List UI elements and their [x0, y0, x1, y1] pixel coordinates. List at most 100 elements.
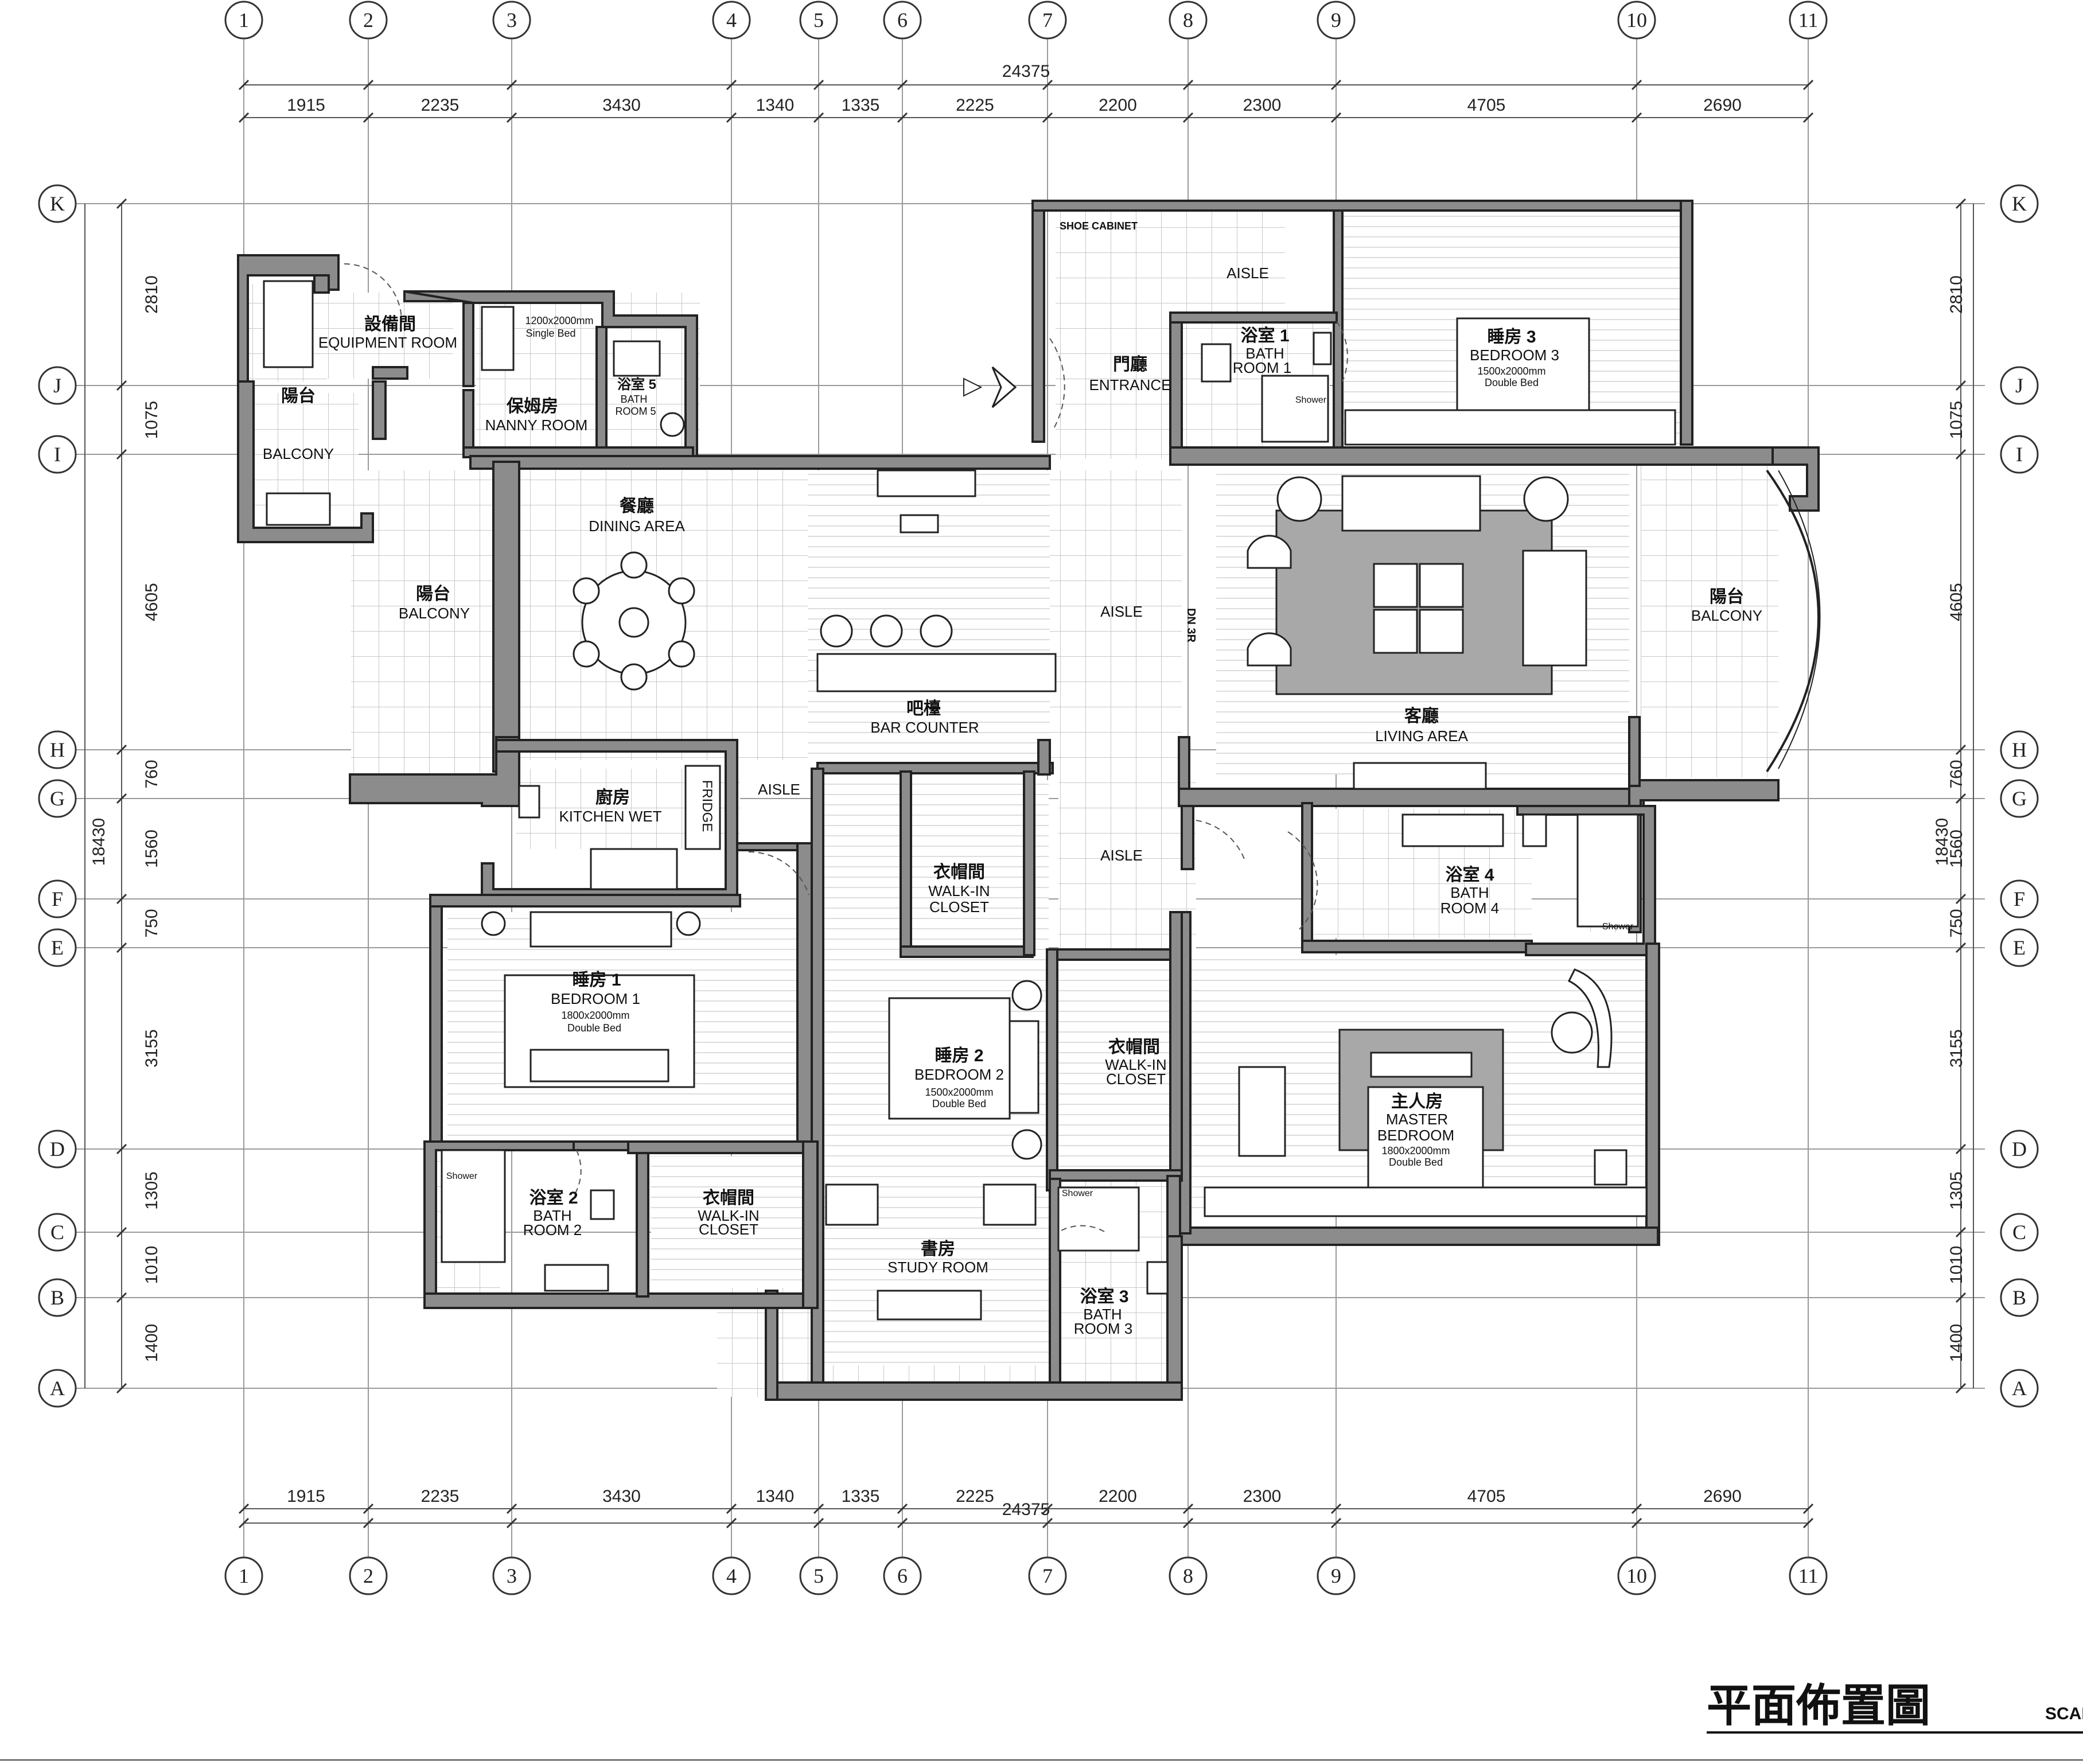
bath-4-shower-label: Shower	[1602, 922, 1634, 932]
balcony-small-label-cn: 陽台	[281, 386, 316, 406]
column-spacing-dimension: 2300	[1243, 1487, 1282, 1506]
row-axis-label: E	[2013, 936, 2026, 959]
overall-width-dimension: 24375	[1002, 62, 1050, 81]
master-bed-type: Double Bed	[1389, 1156, 1443, 1168]
drawing-scale: SCAL	[2045, 1704, 2083, 1723]
column-spacing-dimension: 2235	[421, 96, 460, 115]
column-axis-bubble	[1028, 1, 1067, 40]
column-axis-bubble	[349, 1556, 388, 1595]
column-axis-bubble	[224, 1556, 263, 1595]
column-axis-label: 1	[239, 1564, 249, 1587]
row-spacing-dimension: 4605	[1947, 583, 1966, 621]
column-axis-bubble	[712, 1, 751, 40]
balcony-east-label-cn: 陽台	[1710, 587, 1744, 606]
walkin-closet-3-label-en1: WALK-IN	[1105, 1056, 1166, 1073]
column-axis-label: 11	[1798, 1564, 1819, 1587]
master-bedroom-label-en2: BEDROOM	[1377, 1127, 1454, 1144]
row-axis-label: D	[2012, 1138, 2027, 1161]
bar-stool	[820, 614, 853, 648]
bedroom-1-bed-type: Double Bed	[567, 1022, 621, 1034]
bath-5-label-en1: BATH	[621, 394, 648, 405]
row-spacing-dimension: 2810	[1947, 275, 1966, 314]
row-axis-label: J	[53, 374, 61, 397]
bath-2-label-cn: 浴室 2	[529, 1188, 578, 1208]
column-spacing-dimension: 2690	[1703, 96, 1742, 115]
column-axis-bubble	[224, 1, 263, 40]
row-axis-bubble	[38, 184, 77, 223]
row-axis-label: I	[2016, 443, 2023, 466]
bath-1-label-cn: 浴室 1	[1240, 326, 1289, 345]
row-spacing-dimension: 750	[142, 909, 161, 937]
fridge-label: FRIDGE	[699, 780, 715, 832]
column-axis-bubble	[883, 1, 922, 40]
row-axis-label: A	[2012, 1377, 2027, 1400]
column-axis-label: 5	[813, 1564, 824, 1587]
bedroom-3-bed-size: 1500x2000mm	[1477, 365, 1545, 377]
bedroom-1-label-en: BEDROOM 1	[551, 990, 640, 1007]
bedroom-1-label-cn: 睡房 1	[572, 971, 621, 990]
row-axis-label: E	[51, 936, 64, 959]
kitchen-label-cn: 廚房	[595, 788, 630, 807]
column-axis-label: 4	[726, 9, 737, 32]
column-axis-bubble	[799, 1556, 838, 1595]
column-axis-bubble	[712, 1556, 751, 1595]
row-axis-label: I	[54, 443, 61, 466]
bath-2-label-en2: ROOM 2	[523, 1221, 582, 1239]
walkin-closet-1-label-en2: CLOSET	[699, 1221, 758, 1238]
column-axis-bubble	[1617, 1556, 1656, 1595]
bath-5-label-en2: ROOM 5	[615, 406, 656, 417]
column-axis-bubble	[1169, 1, 1208, 40]
row-axis-label: C	[2012, 1221, 2026, 1244]
row-axis-bubble	[38, 1130, 77, 1169]
row-axis-bubble	[38, 730, 77, 769]
row-axis-bubble	[2000, 184, 2039, 223]
row-axis-bubble	[38, 366, 77, 405]
row-spacing-dimension: 760	[142, 760, 161, 788]
bath-1-label-en1: BATH	[1245, 345, 1284, 362]
row-axis-label: B	[50, 1286, 64, 1309]
row-spacing-dimension: 750	[1947, 909, 1966, 937]
column-spacing-dimension: 3430	[602, 1487, 641, 1506]
row-axis-bubble	[2000, 435, 2039, 474]
row-spacing-dimension: 1305	[1947, 1171, 1966, 1210]
balcony-small-label-en: BALCONY	[263, 445, 334, 462]
bar-stool	[920, 614, 953, 648]
drawing-title: 平面佈置圖	[1707, 1680, 1930, 1732]
living-area-label-cn: 客廳	[1404, 706, 1439, 726]
row-axis-label: C	[50, 1221, 64, 1244]
row-axis-bubble	[2000, 928, 2039, 967]
dining-area-label-en: DINING AREA	[589, 517, 685, 535]
row-axis-bubble	[38, 928, 77, 967]
column-axis-label: 8	[1183, 9, 1193, 32]
row-axis-label: K	[50, 192, 65, 215]
column-spacing-dimension: 1915	[287, 96, 325, 115]
row-axis-bubble	[2000, 1213, 2039, 1252]
column-axis-label: 9	[1331, 1564, 1341, 1587]
column-axis-label: 7	[1042, 9, 1053, 32]
column-axis-label: 11	[1798, 9, 1819, 32]
row-axis-label: D	[50, 1138, 65, 1161]
column-spacing-dimension: 2200	[1099, 1487, 1137, 1506]
row-spacing-dimension: 1305	[142, 1171, 161, 1210]
walkin-closet-2-label-cn: 衣帽間	[933, 863, 985, 882]
column-axis-label: 1	[239, 9, 249, 32]
walkin-closet-3-label-en2: CLOSET	[1106, 1070, 1166, 1088]
column-axis-bubble	[1169, 1556, 1208, 1595]
bath-3-shower-label: Shower	[1062, 1189, 1093, 1198]
master-bed-size: 1800x2000mm	[1381, 1145, 1450, 1156]
tv-console	[1353, 762, 1487, 790]
row-spacing-dimension: 3155	[142, 1029, 161, 1068]
bedroom-3-bed-type: Double Bed	[1485, 377, 1539, 388]
column-axis-label: 3	[507, 9, 517, 32]
nanny-room-bed-type: Single Bed	[525, 328, 575, 339]
column-axis-bubble	[883, 1556, 922, 1595]
bath-4-label-cn: 浴室 4	[1445, 865, 1494, 885]
row-axis-bubble	[38, 1369, 77, 1408]
row-axis-label: J	[2015, 374, 2023, 397]
nanny-room-label-en: NANNY ROOM	[485, 416, 588, 434]
armchair	[1522, 550, 1587, 667]
row-axis-label: G	[2012, 787, 2027, 810]
